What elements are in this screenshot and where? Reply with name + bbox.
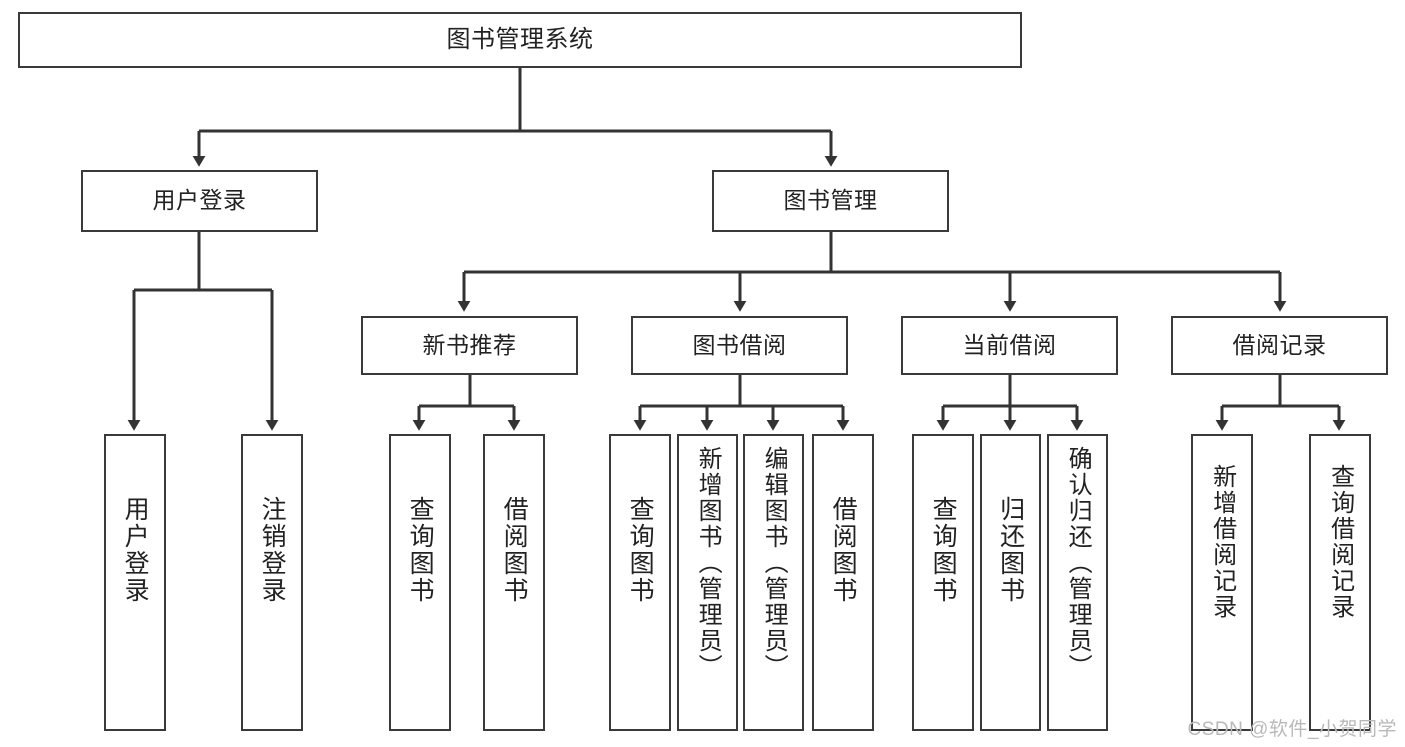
csdn-watermark: CSDN @软件_小贺同学 [1187, 719, 1397, 740]
node-label: 注销登录 [258, 496, 287, 604]
node-label: 归还图书 [996, 496, 1025, 604]
node-label: 新书推荐 [422, 331, 517, 358]
node-label: 借阅图书 [829, 496, 858, 604]
node-leaf-confirm-return-admin[interactable]: 确认归还（管理员） [1047, 434, 1108, 731]
node-label: 借阅记录 [1232, 331, 1327, 358]
node-label: 图书管理系统 [446, 25, 594, 53]
node-user-login[interactable]: 用户登录 [81, 170, 318, 232]
node-label: 编辑图书（管理员） [760, 446, 788, 680]
node-leaf-add-borrow-record[interactable]: 新增借阅记录 [1191, 434, 1253, 731]
node-label: 新增借阅记录 [1208, 464, 1236, 620]
node-label: 确认归还（管理员） [1064, 446, 1092, 680]
node-leaf-user-login[interactable]: 用户登录 [104, 434, 166, 731]
node-leaf-edit-book-admin[interactable]: 编辑图书（管理员） [743, 434, 804, 731]
node-leaf-return-book[interactable]: 归还图书 [980, 434, 1041, 731]
node-label: 图书借阅 [692, 331, 787, 358]
node-leaf-logout-login[interactable]: 注销登录 [241, 434, 303, 731]
node-new-book-recommend[interactable]: 新书推荐 [361, 316, 578, 375]
node-leaf-query-borrow-record[interactable]: 查询借阅记录 [1309, 434, 1371, 731]
node-label: 用户登录 [152, 187, 247, 214]
node-leaf-query-book-new-recommend[interactable]: 查询图书 [389, 434, 451, 731]
node-leaf-query-book-borrow[interactable]: 查询图书 [609, 434, 671, 731]
node-borrow-record[interactable]: 借阅记录 [1171, 316, 1388, 375]
node-label: 当前借阅 [962, 331, 1057, 358]
node-leaf-add-book-admin[interactable]: 新增图书（管理员） [677, 434, 738, 731]
node-book-borrow[interactable]: 图书借阅 [631, 316, 848, 375]
node-current-borrow[interactable]: 当前借阅 [901, 316, 1118, 375]
node-root-book-management-system[interactable]: 图书管理系统 [18, 12, 1022, 68]
node-book-management[interactable]: 图书管理 [712, 170, 949, 232]
node-leaf-borrow-book-new-recommend[interactable]: 借阅图书 [483, 434, 545, 731]
node-label: 图书管理 [783, 187, 878, 214]
node-label: 查询借阅记录 [1326, 464, 1354, 620]
node-leaf-borrow-book-borrow[interactable]: 借阅图书 [812, 434, 874, 731]
node-label: 查询图书 [929, 496, 958, 604]
node-label: 新增图书（管理员） [694, 446, 722, 680]
node-label: 借阅图书 [500, 496, 529, 604]
node-leaf-query-book-current[interactable]: 查询图书 [912, 434, 974, 731]
node-label: 查询图书 [626, 496, 655, 604]
node-label: 用户登录 [121, 496, 150, 604]
node-label: 查询图书 [406, 496, 435, 604]
